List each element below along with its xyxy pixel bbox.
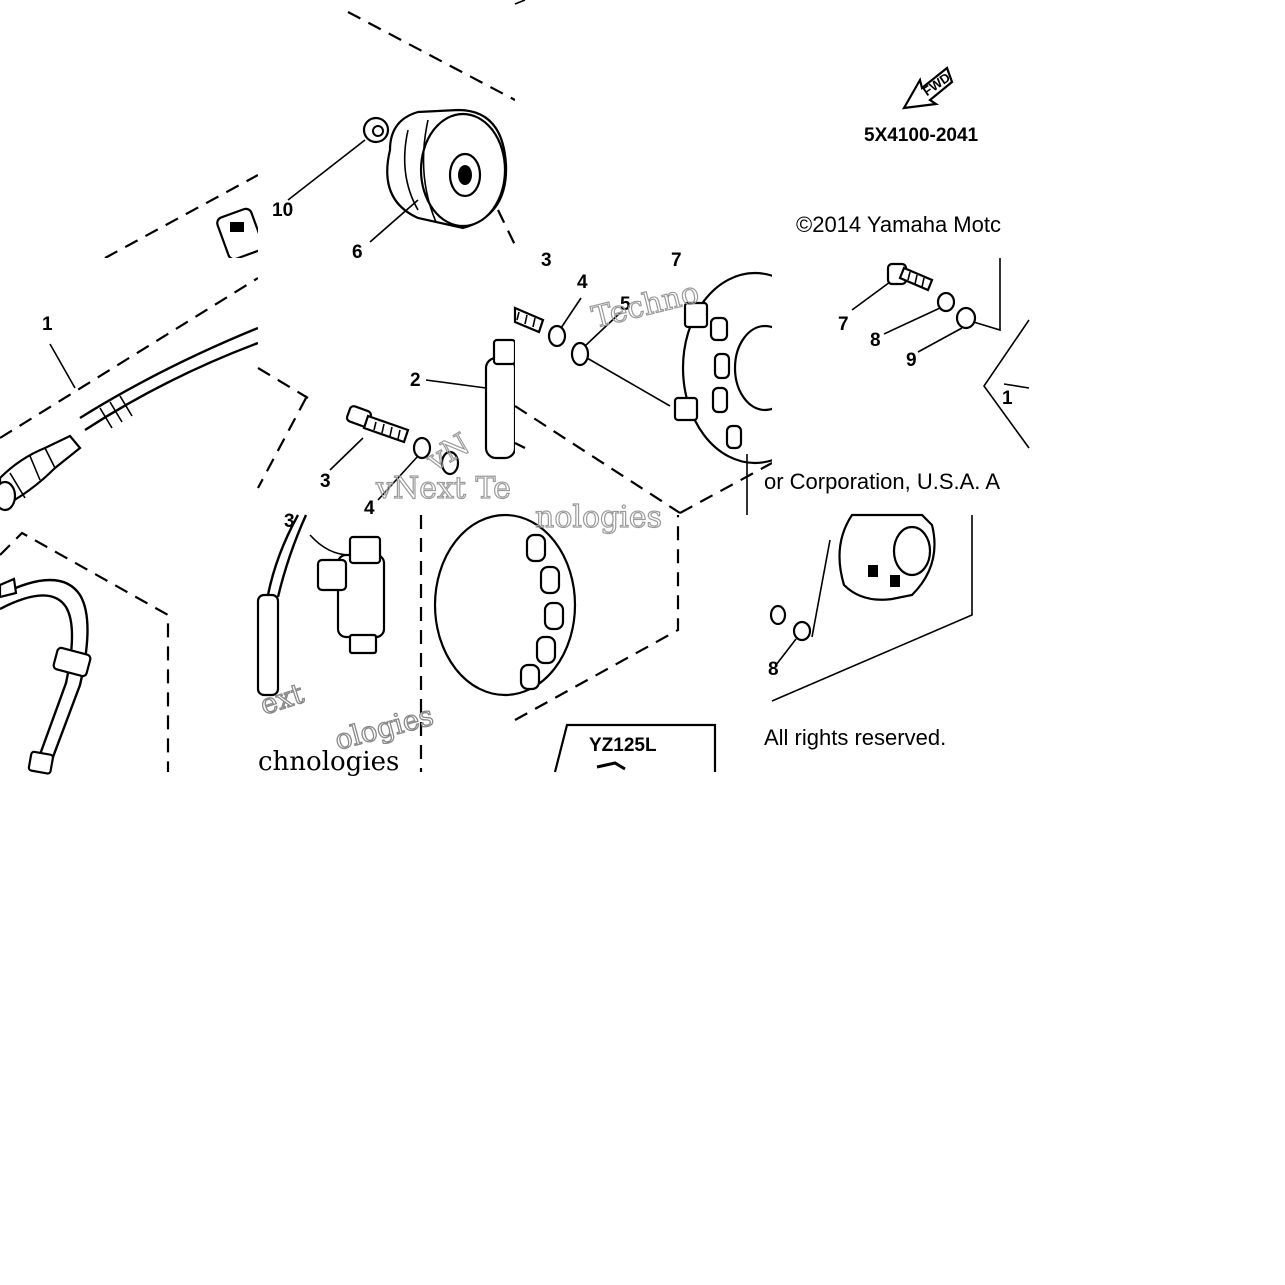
- tile-right-middle: 7 8 9 1 or Corporation, U.S.A. A: [764, 258, 1030, 515]
- cdi-unit: [256, 514, 386, 697]
- model-box: YZ125L: [553, 723, 717, 773]
- hose-part: [0, 577, 92, 775]
- label-10: 10: [272, 200, 293, 221]
- tile-center-left-top: 10 6: [258, 0, 516, 263]
- tile-center-right-top-drawing: [514, 0, 526, 5]
- part-number: 5X4100-2041: [864, 125, 979, 146]
- label-3: 3: [320, 471, 331, 492]
- copyright-line-2: or Corporation, U.S.A. A: [764, 469, 1000, 494]
- label-4: 4: [364, 498, 375, 519]
- tile-center-right-lower: YZ125L nologies: [433, 499, 772, 773]
- tile-right-lower-drawing: 8 All rights reserved.: [764, 513, 973, 750]
- tile-center-left-lower-drawing: 3 ext ologies chnologies: [255, 511, 437, 777]
- label-1b: 1: [1002, 388, 1013, 409]
- watermark-3: nologies: [535, 500, 662, 535]
- bolt-part: [345, 405, 410, 444]
- nut-part: [362, 116, 390, 144]
- connector-pin: [230, 222, 244, 232]
- tile-center-left-top-drawing: 10 6: [272, 11, 516, 263]
- ignition-coil: [484, 338, 517, 460]
- tile-center-right-lower-drawing: YZ125L nologies: [433, 499, 717, 773]
- copyright-line-3: All rights reserved.: [764, 725, 946, 750]
- label-4b: 4: [577, 272, 588, 293]
- label-3c: 3: [284, 511, 295, 532]
- model-label: YZ125L: [589, 735, 657, 756]
- watermark-6: chnologies: [258, 747, 399, 777]
- label-7: 7: [838, 314, 849, 335]
- watermark-1: vNext Te: [375, 471, 511, 506]
- tile-right-top-drawing: FWD 5X4100-2041 ©2014 Yamaha Motc: [796, 66, 1001, 237]
- label-2: 2: [410, 370, 421, 391]
- tile-left-middle-drawing: 1: [0, 277, 259, 512]
- label-8: 8: [870, 330, 881, 351]
- tile-left-top-drawing: [104, 174, 264, 261]
- label-9: 9: [906, 350, 917, 371]
- tile-center-right-middle: 3 4 5 Techno 7: [513, 250, 829, 515]
- bolt-7-part: [886, 262, 934, 292]
- tile-right-middle-drawing: 7 8 9 1 or Corporation, U.S.A. A: [764, 258, 1030, 494]
- tile-right-top: FWD 5X4100-2041 ©2014 Yamaha Motc: [772, 0, 1029, 258]
- tile-center-right-middle-drawing: 3 4 5 Techno 7: [513, 250, 829, 515]
- washer-part: [412, 436, 432, 460]
- tile-left-lower: [0, 515, 258, 775]
- connector-part: [216, 207, 264, 261]
- label-6: 6: [352, 242, 363, 263]
- tile-center-left-middle-drawing: 3 4 2 vNext Te vN: [257, 338, 517, 519]
- fwd-arrow-icon: FWD: [901, 66, 954, 110]
- tile-center-left-middle: 3 4 2 vNext Te vN: [257, 258, 517, 519]
- cover-part: [838, 513, 936, 601]
- tile-left-top: [0, 0, 264, 261]
- label-1: 1: [42, 314, 53, 335]
- tile-left-lower-drawing: [0, 531, 170, 775]
- label-3b: 3: [541, 250, 552, 271]
- svg-text:7: 7: [671, 250, 682, 271]
- stator-face: [433, 513, 577, 697]
- tile-center-right-top: [514, 0, 772, 258]
- tile-right-lower: 8 All rights reserved.: [764, 513, 1029, 772]
- label-8b: 8: [768, 659, 779, 680]
- tile-left-middle: 1: [0, 258, 259, 515]
- copyright-line-1: ©2014 Yamaha Motc: [796, 212, 1001, 237]
- label-5: 5: [620, 294, 631, 315]
- flywheel-rotor: [386, 108, 508, 230]
